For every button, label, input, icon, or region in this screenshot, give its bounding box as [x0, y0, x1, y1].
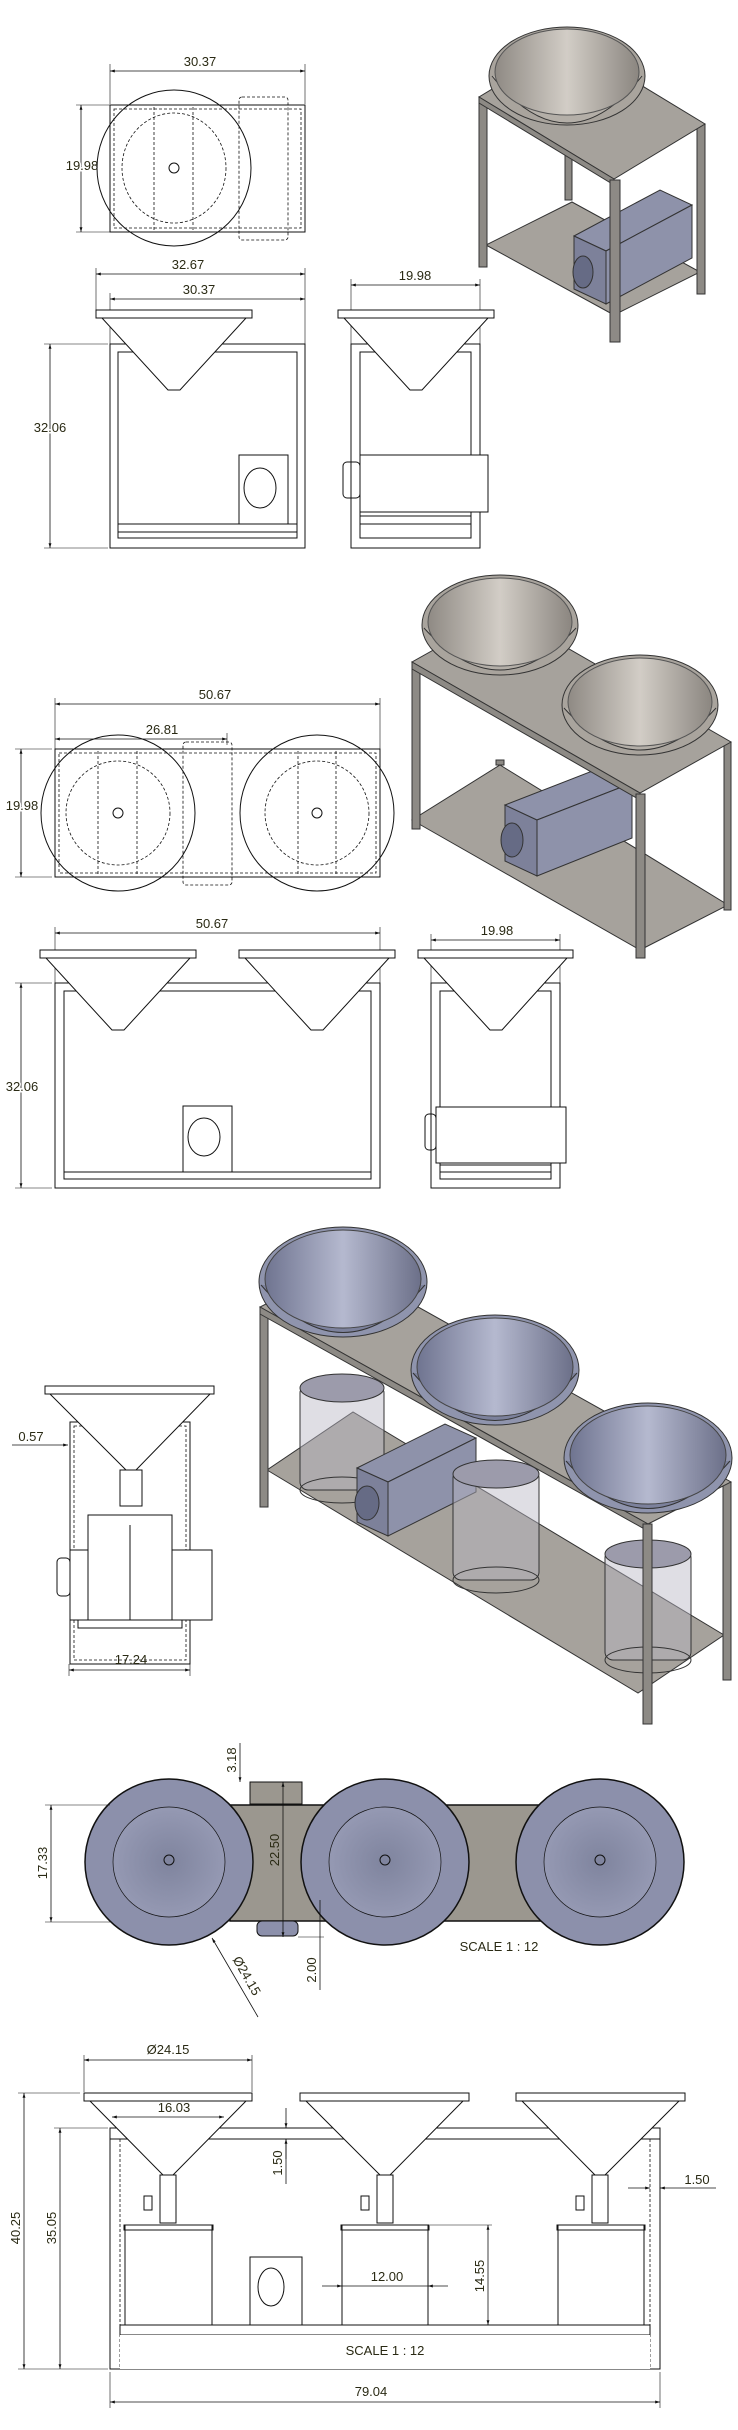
hopper-rim-circle: [96, 89, 252, 247]
dim-width: 50.67: [199, 687, 232, 702]
sheet1-isometric-view: [478, 26, 706, 343]
sheet3-side-view: 0.57 17.24: [12, 1385, 215, 1676]
sheet3-front-view: Ø24.15 16.03 1.50 1.50 40.25 35.05: [8, 2042, 716, 2408]
frame-outline: [109, 104, 306, 233]
leg: [411, 661, 421, 830]
dim-connector-offset: 3.18: [224, 1747, 239, 1772]
sheet1-front-view: 32.67 30.37 32.06: [32, 257, 306, 549]
sheet1-top-view: 30.37 19.98: [64, 54, 306, 247]
valve: [575, 2174, 609, 2224]
sheet2-side-view: 19.98: [417, 923, 574, 1189]
leg: [478, 96, 488, 268]
dim-offset: 26.81: [146, 722, 179, 737]
leg: [259, 1306, 269, 1508]
leg: [609, 179, 621, 343]
leg: [642, 1523, 653, 1725]
bucket: [299, 1373, 385, 1504]
dim-bottom-offset: 2.00: [304, 1957, 319, 1982]
dim-width: 30.37: [184, 54, 217, 69]
sheet2-front-view: 50.67 32.06: [4, 916, 396, 1189]
hopper-top: [300, 1778, 470, 1946]
dim-hopper-diameter: Ø24.15: [230, 1954, 264, 1998]
sheet2-top-view: 50.67 26.81 19.98: [4, 687, 395, 892]
bucket: [452, 1459, 540, 1594]
motor-outline: [182, 741, 233, 886]
dim-hopper-diameter: Ø24.15: [147, 2042, 190, 2057]
hopper-rim-circle: [40, 734, 196, 892]
hopper-bowl: [563, 1402, 733, 1514]
dim-height: 32.06: [6, 1079, 39, 1094]
dim-frame-height: 35.05: [44, 2212, 59, 2245]
scale-label: SCALE 1 : 12: [460, 1939, 539, 1954]
dim-depth: 19.98: [66, 158, 99, 173]
sheet3-top-view: 3.18 22.50 17.33 2.00 Ø24.15 SCALE 1 : 1…: [35, 1743, 685, 2018]
motor-outline: [238, 96, 289, 241]
valve: [360, 2174, 394, 2224]
sheet2-isometric-view: [410, 574, 733, 959]
dim-overall-width: 32.67: [172, 257, 205, 272]
valve: [143, 2174, 177, 2224]
hopper-bowl: [258, 1226, 428, 1338]
hopper-top: [84, 1778, 254, 1946]
dim-height: 32.06: [34, 420, 67, 435]
hopper-bowl: [410, 1314, 580, 1426]
valve: [119, 1469, 143, 1507]
dim-width: 17.24: [115, 1652, 148, 1667]
dim-width: 50.67: [196, 916, 229, 931]
scale-label: SCALE 1 : 12: [346, 2343, 425, 2358]
sheet3-isometric-view: [258, 1226, 733, 1725]
dim-hopper-inner: 16.03: [158, 2100, 191, 2115]
motor: [359, 454, 489, 513]
sheet1-side-view: 19.98: [337, 268, 495, 549]
motor: [435, 1106, 567, 1164]
motor: [249, 2256, 303, 2326]
dim-overall-width: 79.04: [355, 2384, 388, 2399]
dim-depth: 19.98: [399, 268, 432, 283]
dim-depth: 19.98: [6, 798, 39, 813]
motor: [182, 1105, 233, 1173]
connector-box: [249, 1781, 303, 1805]
hopper-rim-circle: [239, 734, 395, 892]
bucket: [123, 2224, 214, 2326]
dim-hopper-offset: 0.57: [18, 1429, 43, 1444]
leg: [635, 793, 646, 959]
bucket: [340, 2224, 430, 2326]
bucket: [556, 2224, 646, 2326]
dim-top-bar: 1.50: [270, 2150, 285, 2175]
dim-overall-height: 40.25: [8, 2212, 23, 2245]
dim-frame-width: 30.37: [183, 282, 216, 297]
dim-leg-width: 1.50: [684, 2172, 709, 2187]
dim-bucket-height: 14.55: [472, 2260, 487, 2293]
motor: [238, 454, 289, 525]
dim-shelf-depth: 17.33: [35, 1847, 50, 1880]
motor: [354, 1423, 478, 1537]
dim-frame-depth: 22.50: [267, 1834, 282, 1867]
dim-depth: 19.98: [481, 923, 514, 938]
dim-bucket-diameter: 12.00: [371, 2269, 404, 2284]
hopper-top: [515, 1778, 685, 1946]
